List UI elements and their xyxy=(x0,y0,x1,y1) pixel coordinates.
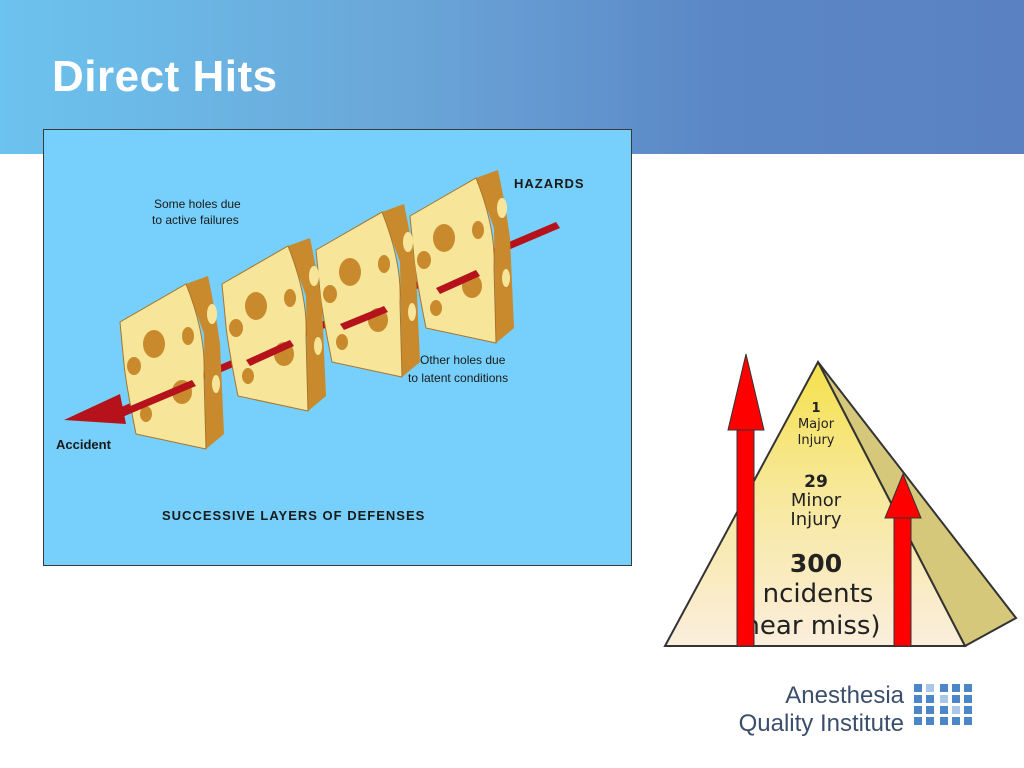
tier3-label-2: near miss) xyxy=(743,611,880,641)
active-failures-label-2: to active failures xyxy=(152,213,239,227)
tier1-number: 1 xyxy=(811,401,820,416)
tier3-number: 300 xyxy=(790,549,842,578)
active-failures-label-1: Some holes due xyxy=(154,197,241,211)
latent-conditions-label-2: to latent conditions xyxy=(408,371,508,385)
cheese-slice-4 xyxy=(409,169,515,344)
cheese-slice-3 xyxy=(315,203,421,378)
arrow-up-left-icon xyxy=(727,353,765,647)
cheese-slice-2 xyxy=(221,237,327,412)
logo-line-2: Quality Institute xyxy=(738,710,904,737)
tier2-number: 29 xyxy=(804,472,828,492)
tier3-label-1: ncidents xyxy=(763,579,874,609)
tier1-label-2: Injury xyxy=(798,433,835,448)
logo-line-1: Anesthesia xyxy=(785,682,904,709)
tier1-label-1: Major xyxy=(798,417,835,432)
hazards-label: HAZARDS xyxy=(514,176,585,191)
aqi-logo: Anesthesia Quality Institute xyxy=(710,680,980,740)
cheese-slice-1 xyxy=(119,275,225,450)
accident-label: Accident xyxy=(56,437,112,452)
swiss-cheese-diagram: HAZARDS Some holes due to active failure… xyxy=(43,129,632,566)
latent-conditions-label-1: Other holes due xyxy=(420,353,506,367)
tier2-label-1: Minor xyxy=(791,490,842,511)
arrow-head xyxy=(64,394,126,424)
injury-pyramid: 1 Major Injury 29 Minor Injury 300 ncide… xyxy=(660,350,1024,650)
defenses-caption: SUCCESSIVE LAYERS OF DEFENSES xyxy=(162,508,425,523)
header-band xyxy=(0,0,1024,154)
arrow-up-right-icon xyxy=(884,472,922,647)
slide-title: Direct Hits xyxy=(52,52,278,101)
logo-grid-icon xyxy=(914,684,972,725)
tier2-label-2: Injury xyxy=(790,509,842,530)
